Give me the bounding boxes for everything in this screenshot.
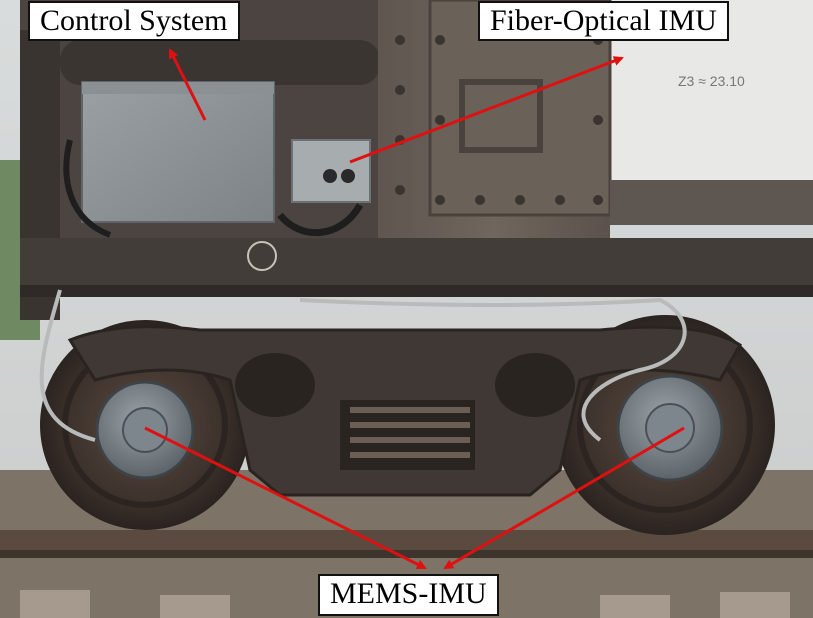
frame-cutout-right xyxy=(495,353,575,417)
overhead-pipe xyxy=(60,40,380,85)
underframe-beam xyxy=(20,238,813,290)
frame-emblem xyxy=(247,241,277,271)
container-marking: Z3 ≈ 23.10 xyxy=(678,73,745,89)
mems-imu-label: MEMS-IMU xyxy=(318,574,499,616)
control-system-label: Control System xyxy=(28,1,240,41)
imu-connector xyxy=(341,169,355,183)
sensor-cable-right xyxy=(299,297,687,442)
sleepers xyxy=(20,590,790,618)
sensor-cable-left xyxy=(39,289,96,442)
fiber-optical-imu-label: Fiber-Optical IMU xyxy=(478,1,729,41)
sensor-hub-left xyxy=(122,407,168,453)
control-box-lid xyxy=(82,82,274,94)
rail-base xyxy=(0,550,813,558)
imu-connector xyxy=(323,169,337,183)
sensor-hub-right xyxy=(645,403,695,453)
frame-cutout-left xyxy=(235,353,315,417)
suspension-springs xyxy=(340,400,475,470)
control-system-box xyxy=(81,81,275,223)
cable-bundle-center xyxy=(277,203,364,237)
rail xyxy=(0,530,813,550)
car-sill-right xyxy=(610,180,813,225)
underframe-shadow xyxy=(20,285,813,297)
cable-bundle-left xyxy=(63,139,112,238)
